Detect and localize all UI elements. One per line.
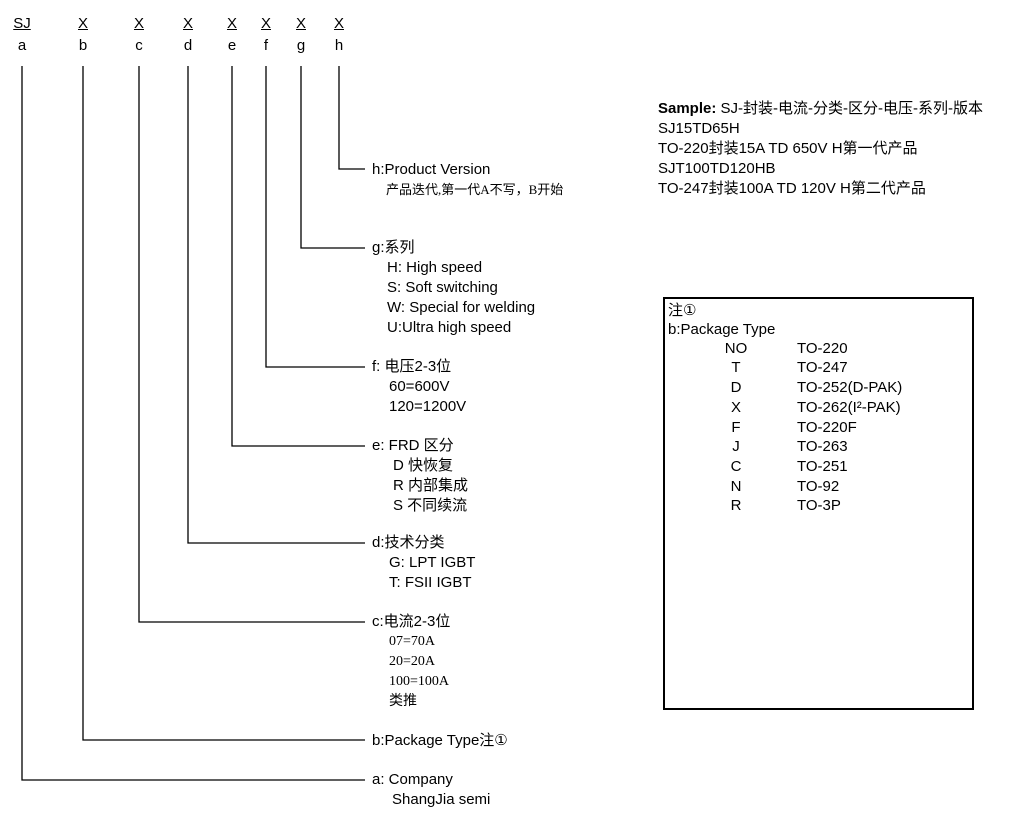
package-value: TO-3P bbox=[797, 497, 841, 514]
field-f: f: 电压2-3位 60=600V 120=1200V bbox=[372, 357, 466, 417]
field-c-line: 20=20A bbox=[389, 654, 436, 669]
package-code: T bbox=[731, 359, 741, 376]
field-f-title: f: 电压2-3位 bbox=[372, 358, 452, 375]
field-a-title: a: Company bbox=[372, 771, 453, 788]
field-c-title: c:电流2-3位 bbox=[372, 613, 451, 630]
package-row: D TO-252(D-PAK) bbox=[665, 379, 965, 399]
letter-b: b bbox=[78, 37, 88, 54]
sample-pattern: SJ-封装-电流-分类-区分-电压-系列-版本 bbox=[720, 100, 984, 117]
package-code: R bbox=[730, 497, 742, 514]
field-h-title: h:Product Version bbox=[372, 161, 491, 178]
letter-f: f bbox=[263, 37, 269, 54]
connector-b bbox=[82, 66, 365, 741]
package-code: NO bbox=[724, 340, 748, 357]
package-code: J bbox=[732, 438, 740, 455]
connector-e bbox=[231, 66, 365, 447]
package-row: T TO-247 bbox=[665, 359, 965, 379]
field-e: e: FRD 区分 D 快恢复 R 内部集成 S 不同续流 bbox=[372, 436, 468, 516]
field-h-line: 产品迭代,第一代A不写，B开始 bbox=[386, 182, 564, 197]
package-code: C bbox=[730, 458, 742, 475]
field-f-line: 60=600V bbox=[389, 378, 450, 395]
sample-line: SJT100TD120HB bbox=[658, 160, 776, 177]
code-c: X bbox=[133, 15, 144, 32]
connector-h bbox=[338, 66, 365, 170]
package-value: TO-251 bbox=[797, 458, 848, 475]
sample-line: TO-220封装15A TD 650V H第一代产品 bbox=[658, 140, 918, 157]
connector-a bbox=[21, 66, 365, 781]
package-value: TO-252(D-PAK) bbox=[797, 379, 903, 396]
field-d: d:技术分类 G: LPT IGBT T: FSII IGBT bbox=[372, 533, 475, 593]
sample-line: SJ15TD65H bbox=[658, 120, 740, 137]
field-e-line: R 内部集成 bbox=[393, 477, 469, 494]
package-type-note: 注① b:Package Type NO TO-220 T TO-247 D T… bbox=[663, 297, 974, 710]
connector-f bbox=[265, 66, 365, 368]
letter-g: g bbox=[296, 37, 306, 54]
field-g-line: W: Special for welding bbox=[387, 299, 536, 316]
field-g-line: H: High speed bbox=[387, 259, 483, 276]
package-row: NO TO-220 bbox=[665, 340, 965, 360]
code-g: X bbox=[295, 15, 306, 32]
field-d-line: G: LPT IGBT bbox=[389, 554, 476, 571]
package-row: X TO-262(I²-PAK) bbox=[665, 399, 965, 419]
package-row: N TO-92 bbox=[665, 478, 965, 498]
field-b-title: b:Package Type注① bbox=[372, 732, 508, 749]
package-value: TO-247 bbox=[797, 359, 848, 376]
note-title: 注① bbox=[668, 302, 697, 319]
package-code: D bbox=[730, 379, 742, 396]
connector-d bbox=[187, 66, 365, 544]
note-subtitle: b:Package Type bbox=[668, 321, 776, 338]
field-c-line: 类推 bbox=[389, 694, 417, 709]
package-value: TO-220F bbox=[797, 419, 857, 436]
package-row: C TO-251 bbox=[665, 458, 965, 478]
letter-h: h bbox=[334, 37, 344, 54]
code-b: X bbox=[77, 15, 88, 32]
package-row: J TO-263 bbox=[665, 438, 965, 458]
field-a: a: Company ShangJia semi bbox=[372, 770, 490, 810]
code-f: X bbox=[260, 15, 271, 32]
code-h: X bbox=[333, 15, 344, 32]
package-row: F TO-220F bbox=[665, 419, 965, 439]
sample-label: Sample: bbox=[658, 100, 717, 117]
connector-c bbox=[138, 66, 365, 623]
field-g: g:系列 H: High speed S: Soft switching W: … bbox=[372, 238, 535, 338]
package-row: R TO-3P bbox=[665, 497, 965, 517]
field-e-title: e: FRD 区分 bbox=[372, 437, 454, 454]
code-a: SJ bbox=[13, 15, 31, 32]
letter-a: a bbox=[17, 37, 27, 54]
letter-d: d bbox=[183, 37, 193, 54]
field-f-line: 120=1200V bbox=[389, 398, 467, 415]
package-code: F bbox=[731, 419, 741, 436]
package-value: TO-92 bbox=[797, 478, 840, 495]
code-e: X bbox=[226, 15, 237, 32]
field-e-line: D 快恢复 bbox=[393, 457, 454, 474]
package-code: N bbox=[730, 478, 742, 495]
connector-g bbox=[300, 66, 365, 249]
field-d-title: d:技术分类 bbox=[372, 534, 445, 551]
field-c: c:电流2-3位 07=70A 20=20A 100=100A 类推 bbox=[372, 612, 450, 712]
field-g-line: U:Ultra high speed bbox=[387, 319, 512, 336]
field-d-line: T: FSII IGBT bbox=[389, 574, 472, 591]
package-code: X bbox=[730, 399, 741, 416]
field-a-line: ShangJia semi bbox=[392, 791, 491, 808]
sample-line: TO-247封装100A TD 120V H第二代产品 bbox=[658, 180, 926, 197]
field-c-line: 100=100A bbox=[389, 674, 450, 689]
package-value: TO-220 bbox=[797, 340, 848, 357]
field-g-title: g:系列 bbox=[372, 239, 415, 256]
field-e-line: S 不同续流 bbox=[393, 497, 468, 514]
letter-c: c bbox=[135, 37, 143, 54]
sample-block: Sample: SJ-封装-电流-分类-区分-电压-系列-版本 SJ15TD65… bbox=[658, 99, 983, 199]
field-g-line: S: Soft switching bbox=[387, 279, 498, 296]
package-value: TO-263 bbox=[797, 438, 848, 455]
package-value: TO-262(I²-PAK) bbox=[797, 399, 901, 416]
code-d: X bbox=[182, 15, 193, 32]
letter-e: e bbox=[227, 37, 237, 54]
field-b: b:Package Type注① bbox=[372, 731, 508, 751]
field-c-line: 07=70A bbox=[389, 634, 436, 649]
field-h: h:Product Version 产品迭代,第一代A不写，B开始 bbox=[372, 160, 563, 200]
